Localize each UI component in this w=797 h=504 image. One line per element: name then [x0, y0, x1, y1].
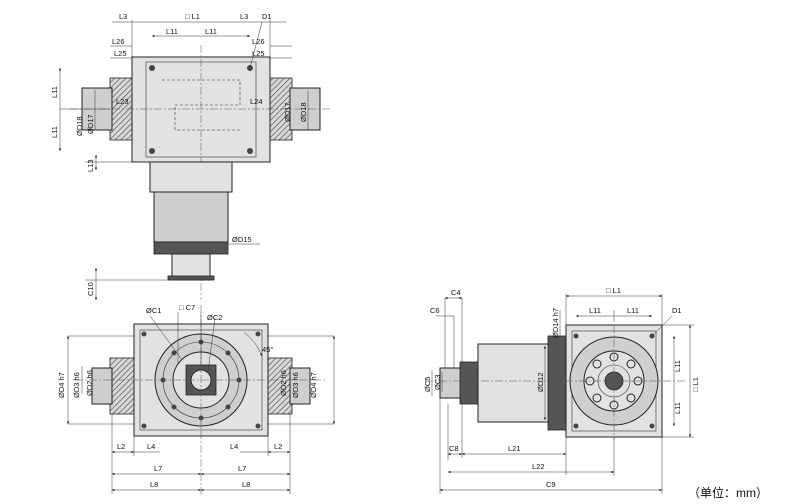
label-L1: □ L1: [185, 12, 200, 21]
bolt-icon: [573, 423, 579, 429]
label-L24: L24: [250, 97, 263, 106]
front-left-bearing: [109, 357, 135, 415]
bolt-icon: [225, 404, 231, 410]
bolt-hole-icon: [626, 393, 636, 403]
label-D17-left: ØD17: [86, 114, 95, 134]
label-L11-b: L11: [627, 306, 639, 315]
bolt-icon: [171, 350, 177, 356]
label-L4-left: L4: [147, 442, 155, 451]
label-C10: C10: [86, 282, 95, 296]
label-D18-left: ØD18: [75, 116, 84, 136]
label-L26-right: L26: [252, 37, 265, 46]
bolt-icon: [573, 333, 579, 339]
label-C3: ØC3: [433, 375, 442, 390]
label-C6: C6: [430, 306, 440, 315]
label-C4: C4: [451, 288, 461, 297]
front-left-shaft: [91, 367, 113, 405]
front-right-shaft: [289, 367, 311, 405]
top-view: L3 □ L1 L3 D1 L11 L11 L26 L26 L25 L25 L2…: [50, 12, 330, 300]
label-D17-right: ØD17: [283, 102, 292, 122]
label-D15: ØD15: [232, 235, 252, 244]
side-adapter-flange: [547, 335, 567, 431]
motor-ring: [153, 241, 229, 255]
motor-body: [153, 191, 229, 243]
label-L23: L23: [116, 97, 129, 106]
label-L26-left: L26: [112, 37, 125, 46]
bolt-icon: [255, 423, 261, 429]
label-L11-side-a: L11: [50, 86, 59, 98]
label-L1-v: □ L1: [691, 377, 700, 392]
shaft-collar: [167, 275, 215, 281]
side-motor-body: [477, 343, 551, 423]
side-input-shaft: [439, 367, 463, 399]
label-D3-right: ØD3 h6: [291, 372, 300, 398]
label-C9: C9: [546, 480, 556, 489]
bolt-icon: [255, 331, 261, 337]
label-L13: L13: [86, 159, 95, 172]
label-L3-right: L3: [240, 12, 248, 21]
label-L3-left: L3: [119, 12, 127, 21]
label-C1: ØC1: [146, 306, 161, 315]
bolt-hole-icon: [626, 359, 636, 369]
hidden-gear-lines: [162, 79, 241, 131]
label-L25-right: L25: [252, 49, 265, 58]
label-D2-right: ØD2 h6: [279, 370, 288, 396]
label-L11-b: L11: [205, 27, 217, 36]
label-L11-side-b: L11: [50, 126, 59, 138]
label-D4-right: ØD4 h7: [309, 372, 318, 398]
label-L21: L21: [508, 444, 521, 453]
bolt-icon: [225, 350, 231, 356]
bolt-hole-icon: [592, 393, 602, 403]
label-L8-right: L8: [242, 480, 250, 489]
label-D2-left: ØD2 h6: [85, 370, 94, 396]
label-L2-right: L2: [274, 442, 282, 451]
bolt-icon: [649, 423, 655, 429]
label-L11-a: L11: [166, 27, 178, 36]
bolt-icon: [247, 148, 253, 154]
bolt-icon: [141, 331, 147, 337]
label-D4-left: ØD4 h7: [57, 372, 66, 398]
label-L1: □ L1: [606, 286, 621, 295]
unit-note: （单位：mm）: [688, 485, 768, 500]
label-L4-right: L4: [230, 442, 238, 451]
front-view: ØC1 □ C7 ØC2 45° ØD4 h7 ØD3 h6 ØD2 h6 ØD…: [57, 303, 336, 495]
label-D3-left: ØD3 h6: [72, 372, 81, 398]
label-C7: □ C7: [179, 303, 195, 312]
bolt-hole-icon: [592, 359, 602, 369]
label-L7-right: L7: [238, 464, 246, 473]
label-L11-a: L11: [589, 306, 601, 315]
side-input-collar: [459, 361, 481, 405]
label-L8-left: L8: [150, 480, 158, 489]
bolt-icon: [149, 65, 155, 71]
label-L22: L22: [532, 462, 545, 471]
label-C8: C8: [449, 444, 459, 453]
label-D1: D1: [672, 306, 682, 315]
label-D18-right: ØD18: [299, 102, 308, 122]
label-L2-left: L2: [117, 442, 125, 451]
label-D1: D1: [262, 12, 272, 21]
side-view: C4 C6 □ L1 ØD14 h7 D1 L11 L11 ØD12 ØC5 Ø…: [423, 286, 700, 494]
label-L11-v-b: L11: [673, 402, 682, 414]
label-angle: 45°: [262, 345, 273, 354]
label-L11-v-a: L11: [673, 360, 682, 372]
bolt-icon: [141, 423, 147, 429]
label-C5: ØC5: [423, 377, 432, 392]
label-C2: ØC2: [207, 313, 222, 322]
bolt-icon: [171, 404, 177, 410]
bolt-icon: [149, 148, 155, 154]
label-L25-left: L25: [114, 49, 127, 58]
label-L7-left: L7: [154, 464, 162, 473]
label-D14: ØD14 h7: [551, 308, 560, 338]
label-D12: ØD12: [536, 372, 545, 392]
adapter-flange: [149, 161, 233, 193]
